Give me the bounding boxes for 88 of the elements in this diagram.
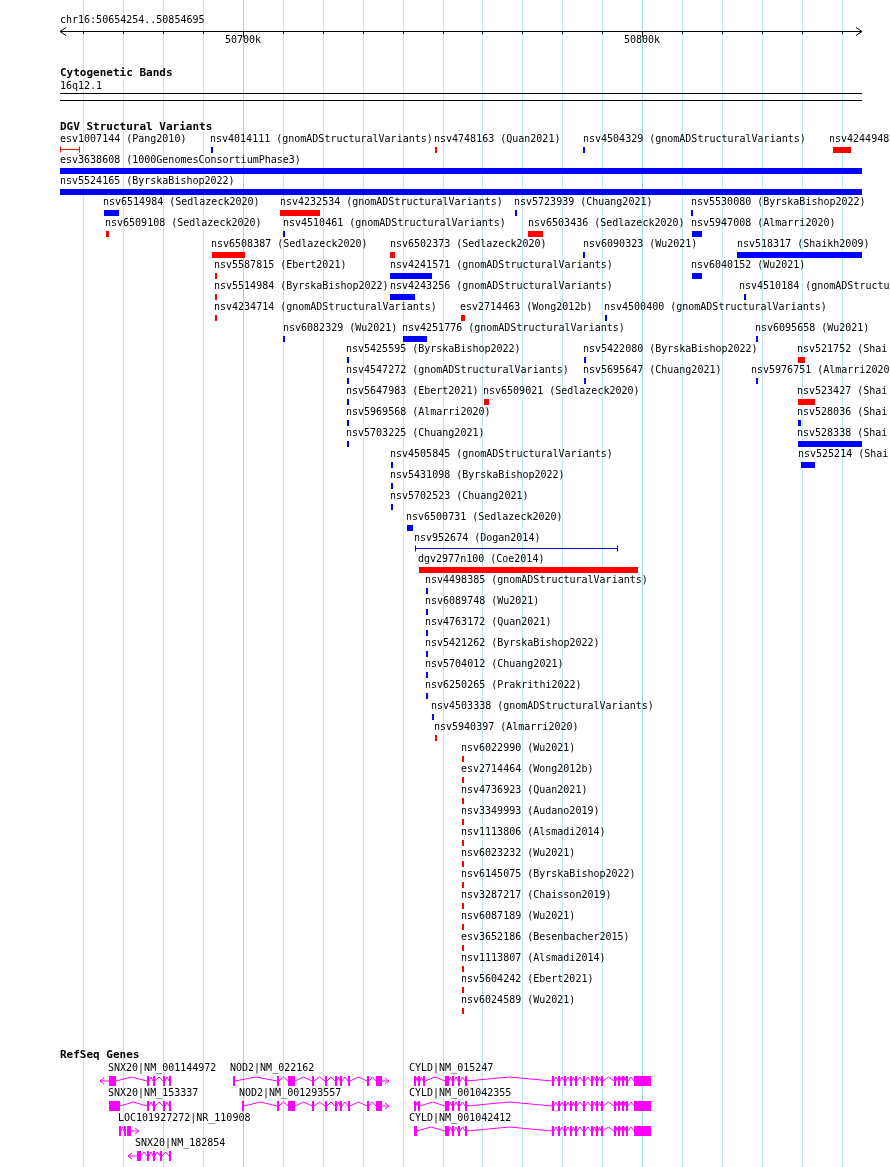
variant-label: nsv6023232 (Wu2021) (461, 847, 576, 859)
variant-label: nsv5530080 (ByrskaBishop2022) (691, 196, 866, 208)
variant-label: nsv6024589 (Wu2021) (461, 994, 576, 1006)
variant-label: esv2714464 (Wong2012b) (461, 763, 594, 775)
variant-label: nsv4505845 (gnomADStructuralVariants) (390, 448, 613, 460)
variant-label: nsv6509021 (Sedlazeck2020) (483, 385, 640, 397)
variant-label: nsv5976751 (Almarri2020 (751, 364, 890, 376)
variant-label: nsv4510184 (gnomADStructu (739, 280, 890, 292)
variant-label: nsv6250265 (Prakrithi2022) (425, 679, 582, 691)
variant-label: nsv6514984 (Sedlazeck2020) (103, 196, 260, 208)
variant-label: nsv5702523 (Chuang2021) (390, 490, 529, 502)
variant-label: nsv5514984 (ByrskaBishop2022) (214, 280, 389, 292)
gene-label: NOD2|NM_022162 (230, 1062, 315, 1074)
position-label: 50700k (224, 34, 262, 46)
variant-label: esv2714463 (Wong2012b) (460, 301, 593, 313)
variant-label: nsv6022990 (Wu2021) (461, 742, 576, 754)
variant-label: nsv6509108 (Sedlazeck2020) (105, 217, 262, 229)
variant-label: nsv6040152 (Wu2021) (691, 259, 806, 271)
variant-label: nsv1113807 (Alsmadi2014) (461, 952, 606, 964)
variant-label: nsv5969568 (Almarri2020) (346, 406, 491, 418)
variant-label: nsv6090323 (Wu2021) (583, 238, 698, 250)
variant-label: nsv5421262 (ByrskaBishop2022) (425, 637, 600, 649)
variant-label: nsv5940397 (Almarri2020) (434, 721, 579, 733)
variant-label: nsv3349993 (Audano2019) (461, 805, 600, 817)
variant-label: nsv521752 (Shai (797, 343, 888, 355)
variant-label: nsv5695647 (Chuang2021) (583, 364, 722, 376)
gene-label: SNX20|NM_182854 (135, 1137, 226, 1149)
variant-label: nsv4763172 (Quan2021) (425, 616, 552, 628)
variant-label: nsv4498385 (gnomADStructuralVariants) (425, 574, 648, 586)
variant-label: nsv3287217 (Chaisson2019) (461, 889, 612, 901)
gene-label: SNX20|NM_153337 (108, 1087, 199, 1099)
variant-label: nsv6095658 (Wu2021) (755, 322, 870, 334)
track-title: DGV Structural Variants (60, 121, 213, 133)
variant-label: dgv2977n100 (Coe2014) (418, 553, 545, 565)
variant-label: nsv4736923 (Quan2021) (461, 784, 588, 796)
gene-label: CYLD|NM_001042412 (409, 1112, 512, 1124)
variant-label: nsv5703225 (Chuang2021) (346, 427, 485, 439)
variant-label: nsv1113806 (Alsmadi2014) (461, 826, 606, 838)
track-title: Cytogenetic Bands (60, 67, 173, 79)
variant-label: nsv528338 (Shai (797, 427, 888, 439)
variant-label: nsv4014111 (gnomADStructuralVariants) (210, 133, 433, 145)
variant-label: nsv4232534 (gnomADStructuralVariants) (280, 196, 503, 208)
gene-label: CYLD|NM_015247 (409, 1062, 494, 1074)
variant-label: nsv4504329 (gnomADStructuralVariants) (583, 133, 806, 145)
gene-label: NOD2|NM_001293557 (239, 1087, 342, 1099)
variant-label: nsv6508387 (Sedlazeck2020) (211, 238, 368, 250)
variant-label: nsv5723939 (Chuang2021) (514, 196, 653, 208)
variant-label: nsv4503338 (gnomADStructuralVariants) (431, 700, 654, 712)
gene-label: LOC101927272|NR_110908 (118, 1112, 251, 1124)
variant-label: nsv6089748 (Wu2021) (425, 595, 540, 607)
coordinate-range: chr16:50654254..50854695 (60, 14, 205, 26)
variant-label: nsv6502373 (Sedlazeck2020) (390, 238, 547, 250)
variant-label: nsv4547272 (gnomADStructuralVariants) (346, 364, 569, 376)
variant-label: nsv5587815 (Ebert2021) (214, 259, 347, 271)
variant-label: nsv5704012 (Chuang2021) (425, 658, 564, 670)
variant-label: nsv5422080 (ByrskaBishop2022) (583, 343, 758, 355)
variant-label: nsv6082329 (Wu2021) (283, 322, 398, 334)
variant-label: nsv5431098 (ByrskaBishop2022) (390, 469, 565, 481)
variant-label: esv3652186 (Besenbacher2015) (461, 931, 630, 943)
variant-label: esv1007144 (Pang2010) (60, 133, 187, 145)
variant-label: nsv5647983 (Ebert2021) (346, 385, 479, 397)
variant-label: nsv6500731 (Sedlazeck2020) (406, 511, 563, 523)
variant-label: nsv4244948 (829, 133, 890, 145)
variant-label: nsv5947008 (Almarri2020) (691, 217, 836, 229)
variant-label: nsv4748163 (Quan2021) (434, 133, 561, 145)
variant-label: nsv523427 (Shai (797, 385, 888, 397)
variant-label: nsv5425595 (ByrskaBishop2022) (346, 343, 521, 355)
position-label: 50800k (623, 34, 661, 46)
variant-label: nsv528036 (Shai (797, 406, 888, 418)
variant-label: nsv6503436 (Sedlazeck2020) (528, 217, 685, 229)
band-label: 16q12.1 (60, 80, 103, 92)
variant-label: nsv6145075 (ByrskaBishop2022) (461, 868, 636, 880)
variant-label: nsv4234714 (gnomADStructuralVariants) (214, 301, 437, 313)
variant-label: nsv5604242 (Ebert2021) (461, 973, 594, 985)
gene-label: CYLD|NM_001042355 (409, 1087, 512, 1099)
variant-label: nsv518317 (Shaikh2009) (737, 238, 870, 250)
variant-label: nsv4241571 (gnomADStructuralVariants) (390, 259, 613, 271)
variant-label: nsv4251776 (gnomADStructuralVariants) (402, 322, 625, 334)
variant-label: esv3638608 (1000GenomesConsortiumPhase3) (60, 154, 301, 166)
track-title: RefSeq Genes (60, 1049, 140, 1061)
gene-label: SNX20|NM_001144972 (108, 1062, 217, 1074)
variant-label: nsv5524165 (ByrskaBishop2022) (60, 175, 235, 187)
variant-label: nsv6087189 (Wu2021) (461, 910, 576, 922)
variant-label: nsv4243256 (gnomADStructuralVariants) (390, 280, 613, 292)
variant-label: nsv952674 (Dogan2014) (414, 532, 541, 544)
variant-label: nsv525214 (Shai (798, 448, 889, 460)
variant-label: nsv4510461 (gnomADStructuralVariants) (283, 217, 506, 229)
variant-label: nsv4500400 (gnomADStructuralVariants) (604, 301, 827, 313)
